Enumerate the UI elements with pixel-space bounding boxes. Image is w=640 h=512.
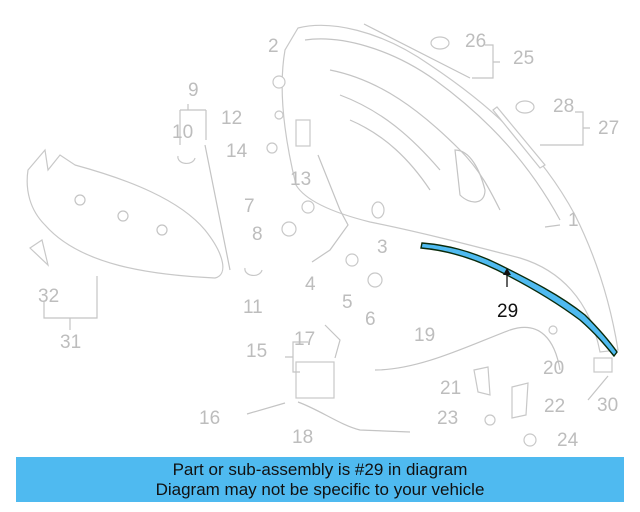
svg-text:3: 3 [377,237,388,258]
svg-text:21: 21 [440,378,461,399]
banner-line-disclaimer: Diagram may not be specific to your vehi… [155,480,485,499]
svg-text:8: 8 [252,224,263,245]
svg-text:26: 26 [465,31,486,52]
clip-28 [515,100,535,114]
svg-text:30: 30 [597,395,618,416]
insulator-pad-31 [26,148,224,279]
gas-strut-9 [204,144,231,271]
svg-text:27: 27 [598,118,619,139]
svg-text:10: 10 [172,122,193,143]
svg-text:1: 1 [568,210,579,231]
svg-text:18: 18 [292,427,313,448]
svg-text:7: 7 [244,196,255,217]
weatherstrip-29 [420,242,618,358]
svg-text:12: 12 [221,108,242,129]
svg-text:6: 6 [365,309,376,330]
svg-text:15: 15 [246,341,267,362]
svg-text:5: 5 [342,292,353,313]
hood-seal-rod-25 [363,23,471,79]
clip-26 [430,36,450,50]
svg-text:19: 19 [414,325,435,346]
svg-text:13: 13 [290,169,311,190]
svg-text:20: 20 [543,358,564,379]
callout-labels: 1 2 3 4 5 6 7 8 9 10 11 12 13 14 15 16 1… [38,31,619,451]
svg-text:11: 11 [243,297,263,318]
banner-line-part: Part or sub-assembly is #29 in diagram [172,460,468,479]
svg-text:16: 16 [199,408,220,429]
svg-text:2: 2 [268,36,279,57]
svg-text:4: 4 [305,274,316,295]
svg-text:9: 9 [188,80,199,101]
svg-text:22: 22 [544,396,565,417]
svg-text:25: 25 [513,48,534,69]
hinge-4 [311,154,349,263]
parts-diagram: 1 2 3 4 5 6 7 8 9 10 11 12 13 14 15 16 1… [26,23,619,451]
callout-29-highlighted: 29 [497,301,518,322]
svg-text:14: 14 [226,141,248,162]
svg-text:24: 24 [557,430,579,451]
hood-strip-27 [492,106,546,169]
svg-text:28: 28 [553,96,574,117]
svg-text:31: 31 [60,332,81,353]
svg-text:17: 17 [294,329,315,350]
svg-text:32: 32 [38,286,59,307]
hood-panel [281,24,619,353]
info-banner: Part or sub-assembly is #29 in diagram D… [16,457,624,502]
svg-text:23: 23 [437,408,458,429]
